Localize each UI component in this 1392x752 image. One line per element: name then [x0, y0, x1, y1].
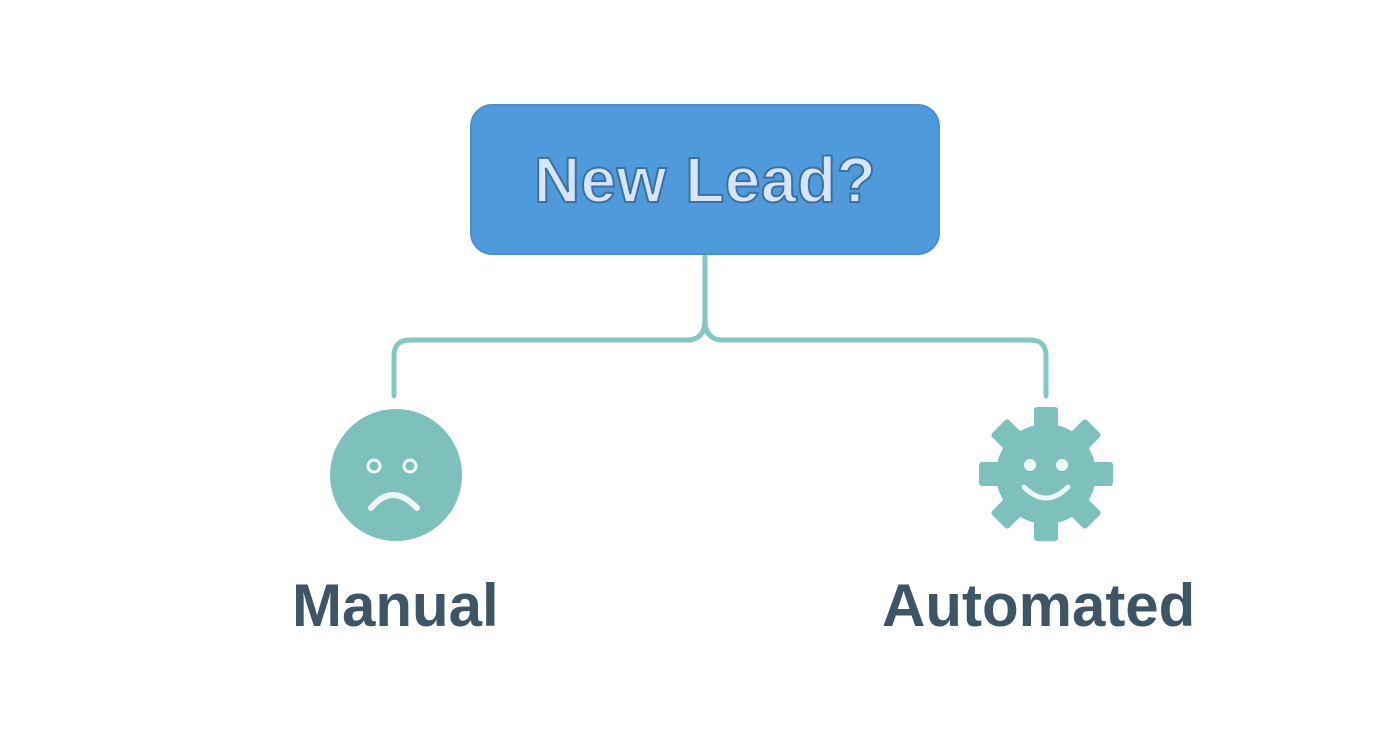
gear-body [996, 424, 1096, 524]
automated-branch-label: Automated [882, 572, 1196, 639]
sad-face-icon [330, 409, 462, 541]
root-node-label: New Lead? [533, 143, 877, 216]
connector-right-stem [702, 317, 723, 343]
smiling-gear-icon [979, 407, 1113, 541]
connector-root-stem [687, 253, 708, 343]
connector-to-manual [391, 337, 693, 399]
root-decision-node: New Lead? [470, 104, 940, 255]
connector-to-automated [717, 337, 1049, 399]
manual-branch-label: Manual [292, 572, 499, 639]
